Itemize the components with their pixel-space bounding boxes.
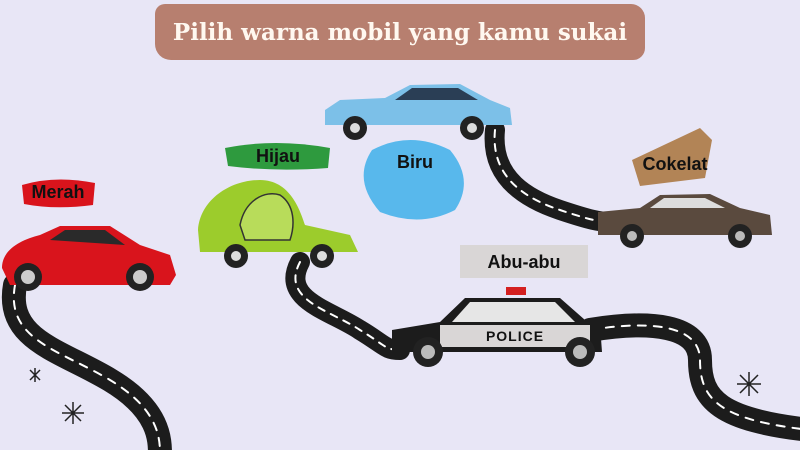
brush-brown: [632, 128, 712, 186]
cloud-blue: [363, 140, 464, 220]
brush-green: [225, 143, 330, 170]
brush-red: [22, 179, 95, 208]
car-blue[interactable]: [325, 84, 512, 140]
label-abu-abu[interactable]: Abu-abu: [487, 251, 561, 272]
car-green[interactable]: [198, 180, 358, 268]
label-hijau[interactable]: Hijau: [255, 145, 300, 166]
label-merah[interactable]: Merah: [31, 181, 85, 202]
box-gray: [460, 245, 588, 278]
car-brown[interactable]: [598, 194, 772, 248]
car-police[interactable]: [392, 287, 602, 367]
page-title: Pilih warna mobil yang kamu sukai: [155, 4, 645, 60]
police-text: POLICE: [485, 328, 545, 344]
label-biru[interactable]: Biru: [397, 151, 433, 172]
car-red[interactable]: [2, 226, 176, 291]
road-police-right: [578, 313, 800, 441]
road-green-police: [285, 252, 410, 360]
sparkle-icon: [29, 368, 761, 424]
label-cokelat[interactable]: Cokelat: [642, 153, 708, 174]
